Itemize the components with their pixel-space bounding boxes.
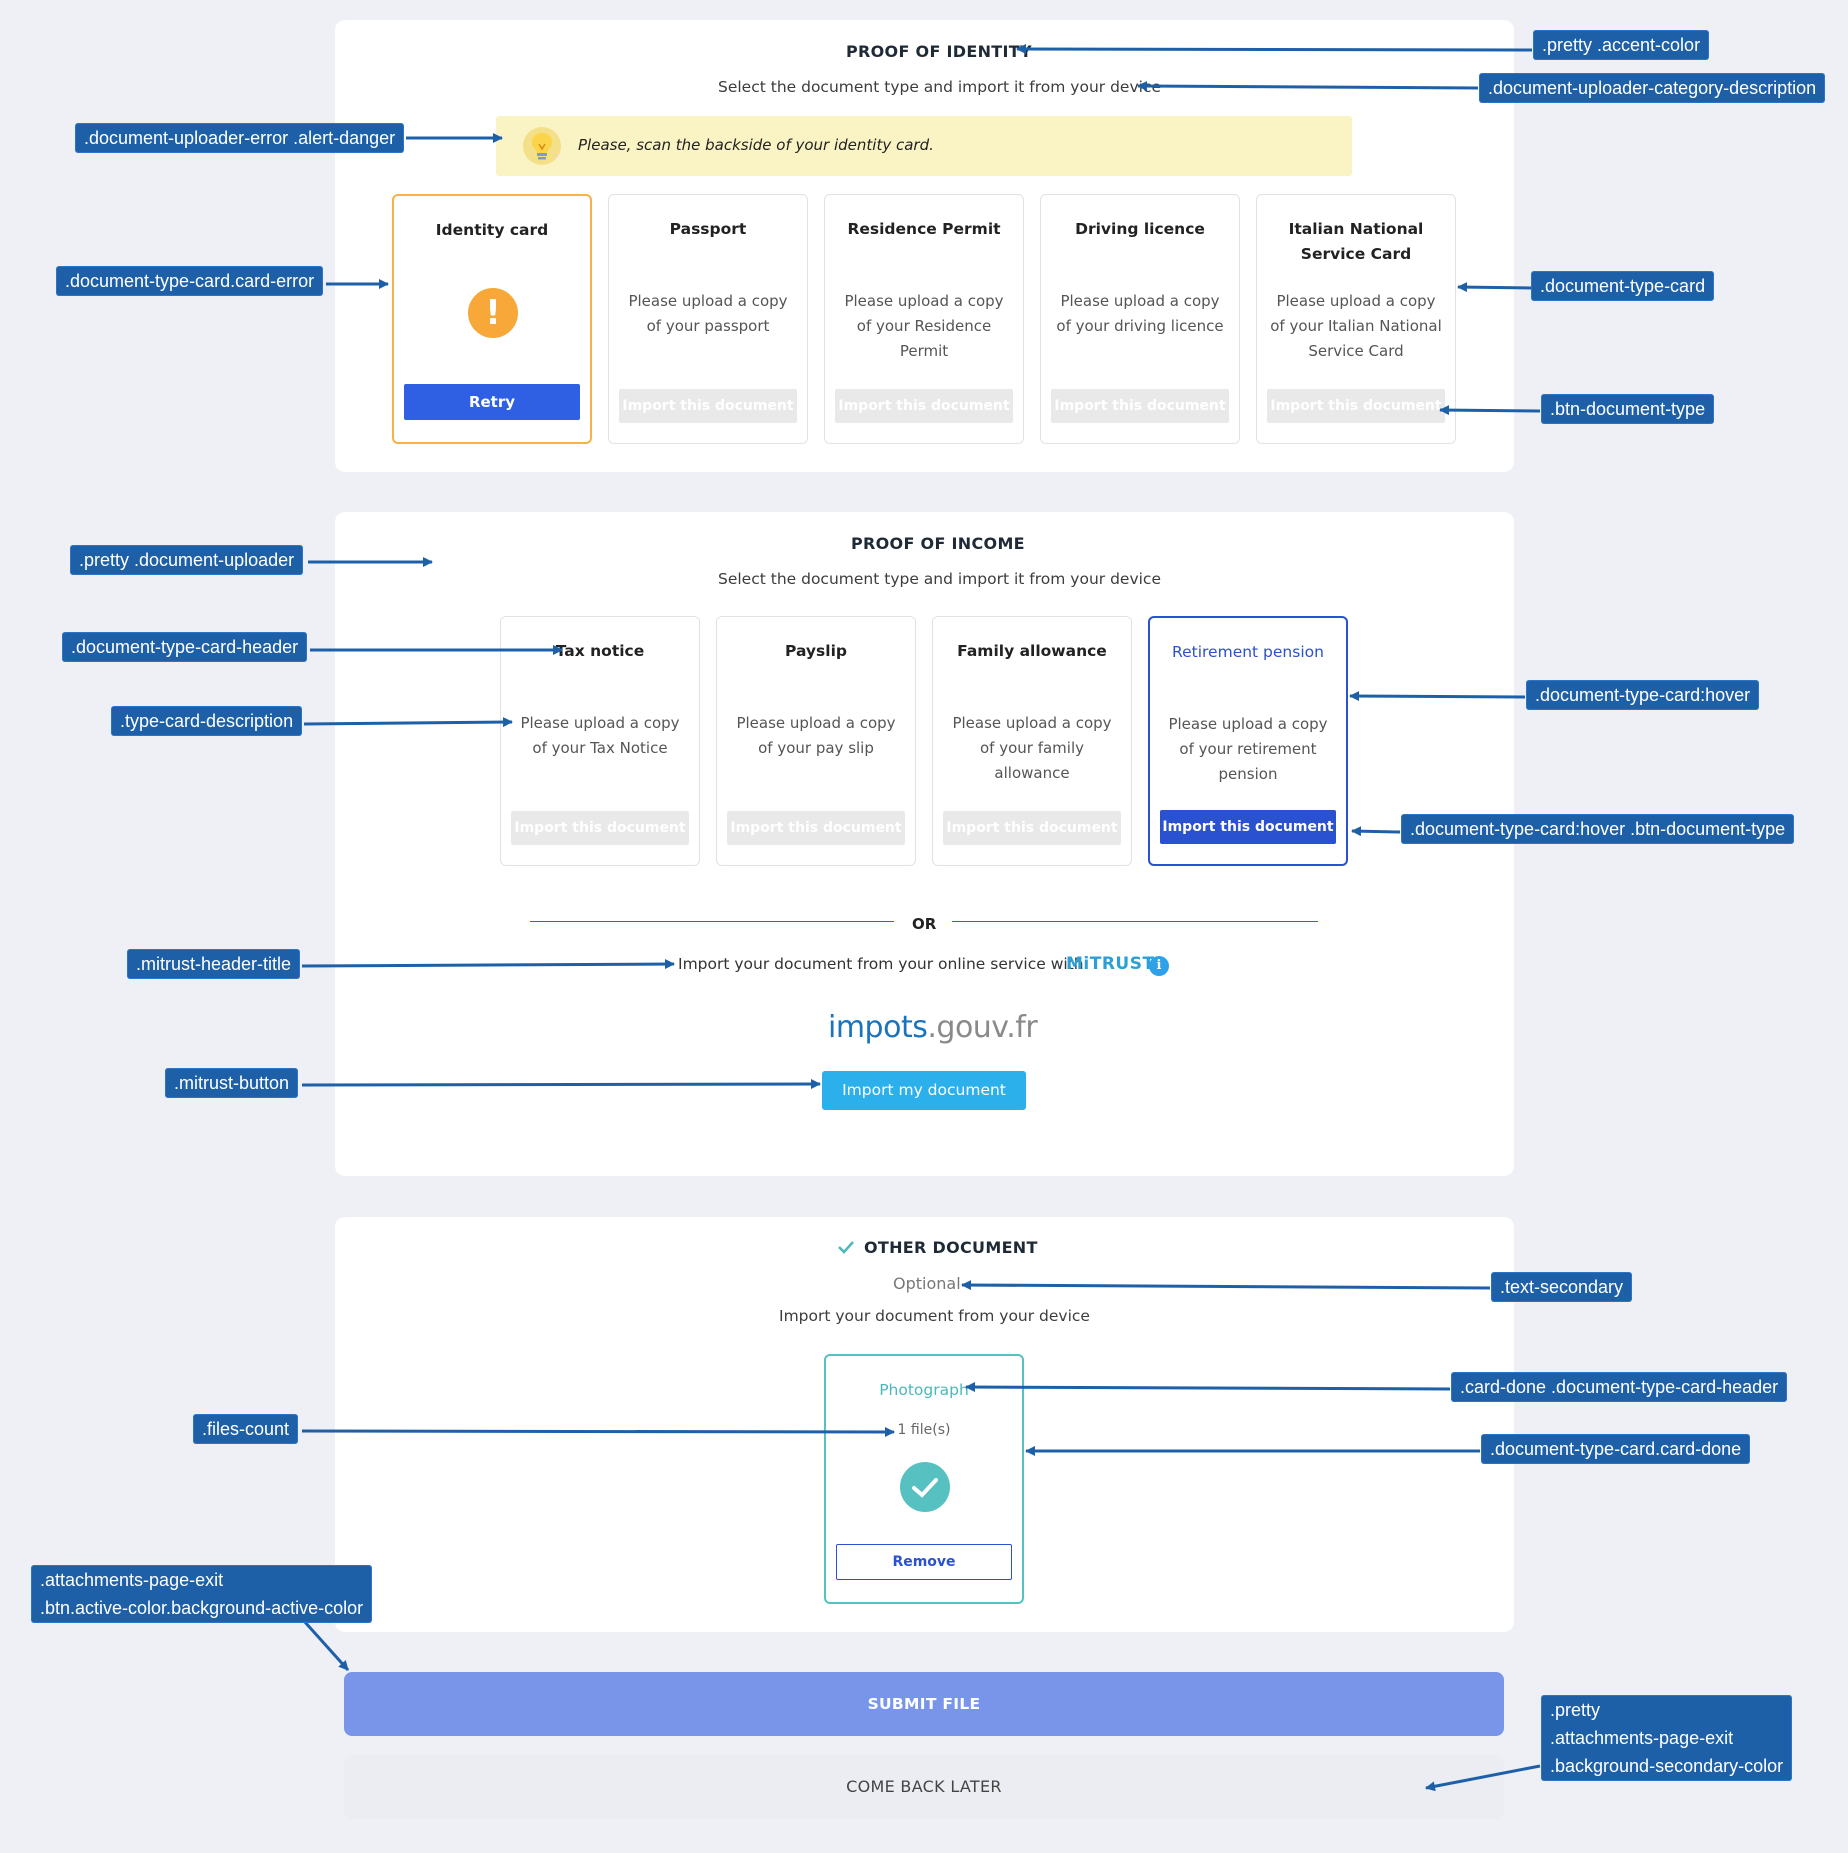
import-document-button[interactable]: Import this document — [727, 811, 905, 845]
annotation-btn-document-type: .btn-document-type — [1542, 395, 1714, 423]
card-header: Italian National Service Card — [1288, 220, 1424, 263]
card-header: Residence Permit — [847, 220, 1001, 238]
impots-gouv-logo: impots.gouv.fr — [828, 1010, 1038, 1045]
card-header: Passport — [669, 220, 747, 238]
annotation-card-done-header: .card-done .document-type-card-header — [1452, 1373, 1787, 1401]
document-type-card-identity-card[interactable]: Identity card ! Retry — [392, 194, 592, 444]
lightbulb-icon — [523, 127, 561, 165]
document-type-card-italian-service-card[interactable]: Italian National Service Card Please upl… — [1256, 194, 1456, 444]
impots-logo-text: impots — [828, 1010, 928, 1045]
import-document-button[interactable]: Import this document — [619, 389, 797, 423]
annotation-document-uploader: .pretty .document-uploader — [71, 546, 303, 574]
identity-category-description: Select the document type and import it f… — [718, 78, 1161, 96]
card-header: Payslip — [785, 642, 847, 660]
info-icon[interactable]: i — [1149, 956, 1169, 976]
document-type-card-residence-permit[interactable]: Residence Permit Please upload a copy of… — [824, 194, 1024, 444]
or-separator: OR — [912, 915, 937, 933]
document-type-card-tax-notice[interactable]: Tax notice Please upload a copy of your … — [500, 616, 700, 866]
document-type-card-retirement-pension[interactable]: Retirement pension Please upload a copy … — [1148, 616, 1348, 866]
other-category-description: Import your document from your device — [779, 1307, 1090, 1325]
card-description: Please upload a copy of your Residence P… — [844, 292, 1004, 360]
annotation-card-hover-btn: .document-type-card:hover .btn-document-… — [1402, 815, 1794, 843]
document-type-card-payslip[interactable]: Payslip Please upload a copy of your pay… — [716, 616, 916, 866]
card-description: Please upload a copy of your retirement … — [1168, 715, 1328, 783]
card-description: Please upload a copy of your pay slip — [736, 714, 896, 757]
annotation-exit-line-2: .btn.active-color.background-active-colo… — [40, 1598, 364, 1618]
import-document-button[interactable]: Import this document — [1051, 389, 1229, 423]
exclamation-icon: ! — [468, 288, 518, 338]
card-header: Driving licence — [1075, 220, 1205, 238]
annotation-mitrust-header-title: .mitrust-header-title — [128, 950, 300, 978]
document-type-card-family-allowance[interactable]: Family allowance Please upload a copy of… — [932, 616, 1132, 866]
remove-button[interactable]: Remove — [836, 1544, 1012, 1580]
optional-text: Optional — [893, 1274, 961, 1293]
card-header: Retirement pension — [1172, 643, 1324, 661]
come-back-later-button[interactable]: COME BACK LATER — [344, 1755, 1504, 1819]
mitrust-logo: MiTRUST — [1066, 954, 1155, 974]
files-count: 1 file(s) — [897, 1422, 951, 1438]
card-description: Please upload a copy of your family allo… — [952, 714, 1112, 782]
error-alert: Please, scan the backside of your identi… — [496, 116, 1352, 176]
annotation-category-description: .document-uploader-category-description — [1480, 74, 1825, 102]
annotation-card-error: .document-type-card.card-error — [57, 267, 323, 295]
card-description: Please upload a copy of your Tax Notice — [520, 714, 680, 757]
income-category-title: PROOF OF INCOME — [851, 534, 1025, 553]
retry-button[interactable]: Retry — [404, 384, 580, 420]
gouv-logo-text: .gouv.fr — [927, 1010, 1038, 1045]
annotation-secondary-line-1: .pretty — [1550, 1700, 1601, 1720]
annotation-alert-danger: .document-uploader-error .alert-danger — [76, 124, 404, 152]
document-type-card-driving-licence[interactable]: Driving licence Please upload a copy of … — [1040, 194, 1240, 444]
check-icon — [838, 1241, 854, 1254]
annotation-card-done: .document-type-card.card-done — [1482, 1435, 1750, 1463]
mitrust-header-title: Import your document from your online se… — [678, 955, 1084, 973]
annotation-secondary-line-2: .attachments-page-exit — [1550, 1728, 1734, 1748]
submit-file-button[interactable]: SUBMIT FILE — [344, 1672, 1504, 1736]
import-document-button[interactable]: Import this document — [1267, 389, 1445, 423]
card-description: Please upload a copy of your passport — [628, 292, 788, 335]
import-document-button[interactable]: Import this document — [511, 811, 689, 845]
card-description: Please upload a copy of your Italian Nat… — [1270, 292, 1442, 360]
income-category-description: Select the document type and import it f… — [718, 570, 1161, 588]
check-circle-icon — [900, 1462, 950, 1512]
document-type-card-photograph[interactable]: Photograph 1 file(s) Remove — [824, 1354, 1024, 1604]
card-header: Family allowance — [957, 642, 1107, 660]
annotation-exit-button: .attachments-page-exit .btn.active-color… — [32, 1566, 372, 1622]
card-header: Identity card — [435, 221, 549, 239]
annotation-card-header: .document-type-card-header — [63, 633, 307, 661]
annotation-card-hover: .document-type-card:hover — [1527, 681, 1759, 709]
annotation-files-count: .files-count — [194, 1415, 298, 1443]
import-document-button[interactable]: Import this document — [835, 389, 1013, 423]
import-document-button[interactable]: Import this document — [1160, 810, 1336, 844]
mitrust-import-button[interactable]: Import my document — [822, 1071, 1026, 1110]
import-document-button[interactable]: Import this document — [943, 811, 1121, 845]
annotation-text-secondary: .text-secondary — [1492, 1273, 1632, 1301]
or-divider-left — [530, 921, 894, 922]
annotation-secondary-button: .pretty .attachments-page-exit .backgrou… — [1542, 1696, 1792, 1780]
document-type-card-passport[interactable]: Passport Please upload a copy of your pa… — [608, 194, 808, 444]
identity-category-title: PROOF OF IDENTITY — [846, 42, 1032, 61]
annotation-mitrust-button: .mitrust-button — [166, 1069, 298, 1097]
annotation-type-card-description: .type-card-description — [112, 707, 302, 735]
annotation-accent-color: .pretty .accent-color — [1534, 31, 1709, 59]
card-description: Please upload a copy of your driving lic… — [1056, 292, 1224, 335]
or-divider-right — [952, 921, 1318, 922]
error-alert-text: Please, scan the backside of your identi… — [578, 136, 934, 154]
annotation-card: .document-type-card — [1532, 272, 1714, 300]
annotation-exit-line-1: .attachments-page-exit — [40, 1570, 224, 1590]
other-category-title: OTHER DOCUMENT — [864, 1238, 1038, 1257]
card-header: Photograph — [879, 1381, 969, 1399]
card-header: Tax notice — [555, 642, 645, 660]
annotation-secondary-line-3: .background-secondary-color — [1550, 1756, 1784, 1776]
